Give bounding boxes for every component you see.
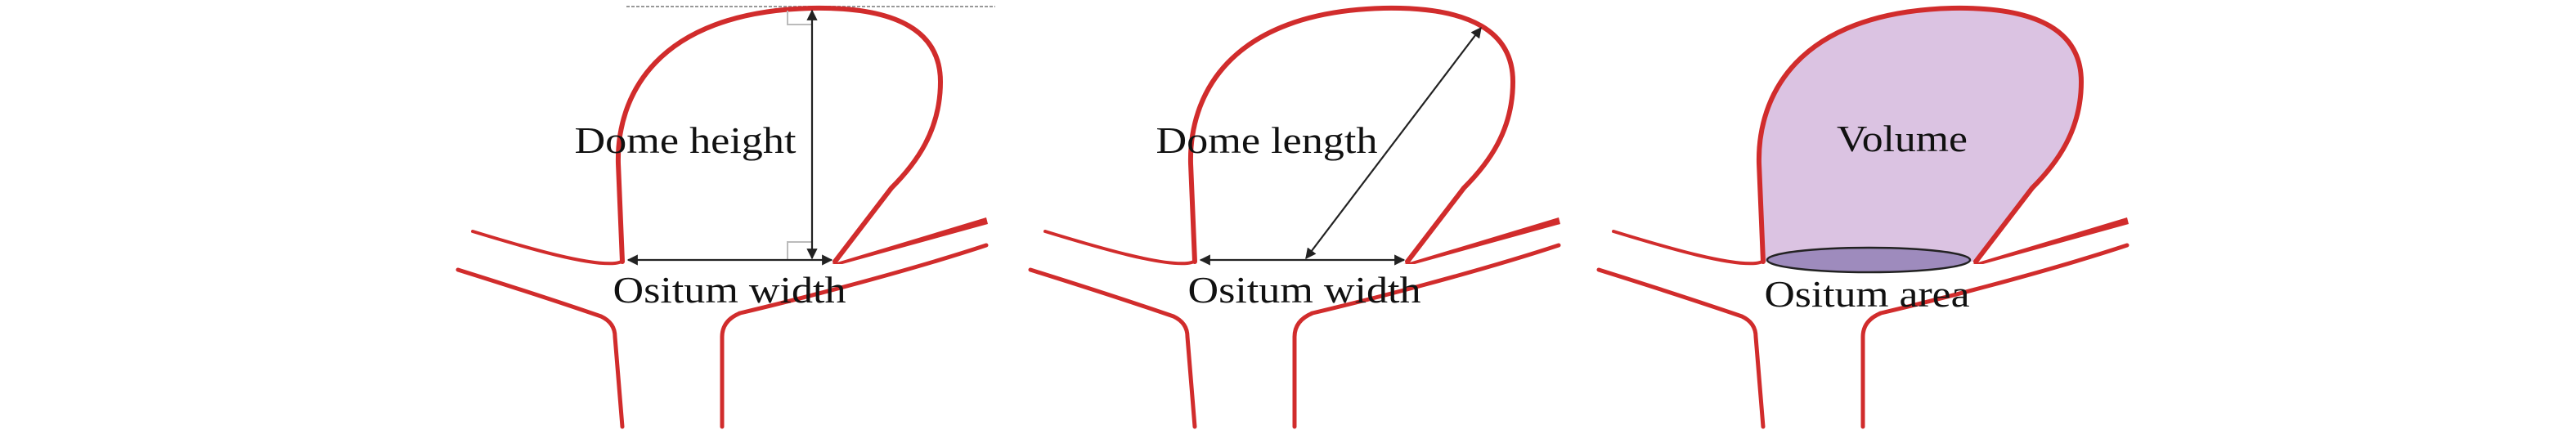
lower-right-vessel-wall bbox=[1860, 243, 2129, 429]
dome-length-label: Dome length bbox=[1156, 119, 1378, 161]
upper-left-branch bbox=[471, 230, 624, 266]
ositum-area-label: Ositum area bbox=[1765, 273, 1970, 315]
ositum-width-label: Ositum width bbox=[1188, 269, 1421, 311]
lower-left-vessel-wall bbox=[456, 267, 625, 429]
lower-right-vessel-wall bbox=[1292, 243, 1561, 429]
panel-volume: Volume Ositum area bbox=[1596, 5, 2129, 429]
panel-dome-length: Dome length Ositum width bbox=[1028, 5, 1561, 429]
upper-left-branch bbox=[1043, 230, 1196, 266]
aneurysm-dome-outline bbox=[615, 5, 943, 264]
ositum-area-ellipse bbox=[1766, 246, 1972, 274]
lower-right-vessel-wall bbox=[720, 243, 989, 429]
dome-height-label: Dome height bbox=[575, 119, 797, 161]
panel-dome-height: Dome height Ositum width bbox=[456, 5, 995, 429]
dome-length-arrow bbox=[1305, 26, 1482, 260]
right-angle-mark-top bbox=[787, 11, 812, 25]
upper-right-branch bbox=[1404, 217, 1560, 264]
upper-right-branch bbox=[1972, 217, 2129, 264]
right-angle-mark-bottom bbox=[787, 241, 812, 260]
upper-left-branch bbox=[1612, 230, 1765, 266]
volume-label: Volume bbox=[1837, 118, 1968, 159]
lower-left-vessel-wall bbox=[1596, 267, 1766, 429]
aneurysm-dome-outline bbox=[1187, 5, 1515, 264]
lower-left-vessel-wall bbox=[1028, 267, 1197, 429]
aneurysm-dome-outline bbox=[1756, 5, 2084, 264]
volume-fill bbox=[1758, 7, 2081, 262]
upper-right-branch bbox=[832, 217, 988, 264]
ositum-width-label: Ositum width bbox=[613, 269, 846, 311]
